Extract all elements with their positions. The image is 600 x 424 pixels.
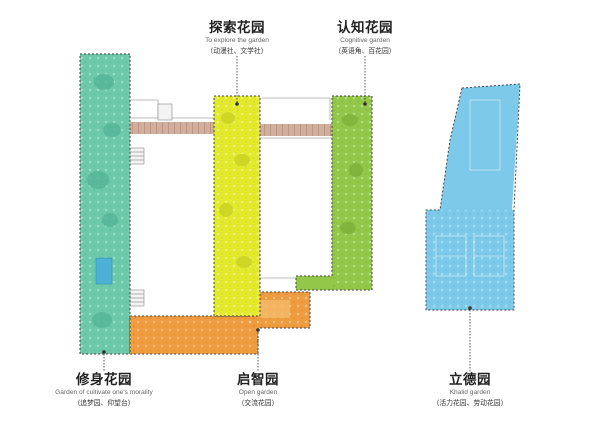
planting-beds xyxy=(219,112,252,268)
leader-lines xyxy=(103,56,471,372)
planting-beds xyxy=(340,114,363,234)
garden-title: 立德园 xyxy=(449,372,491,388)
label-cultivate: 修身花园 Garden of cultivate one's morality … xyxy=(44,372,164,409)
leader-dots xyxy=(102,102,472,354)
garden-facilities: （追梦园、仰望台） xyxy=(73,399,135,407)
garden-title: 启智园 xyxy=(237,372,279,388)
label-explore: 探索花园 To explore the garden （动漫社、文学社） xyxy=(187,20,287,57)
garden-english: To explore the garden xyxy=(205,37,269,44)
garden-title: 探索花园 xyxy=(209,20,265,36)
garden-english: Khalid garden xyxy=(449,389,491,396)
pool xyxy=(95,257,113,285)
garden-title: 修身花园 xyxy=(76,372,132,388)
zone-open[interactable] xyxy=(129,291,311,355)
garden-facilities: （交流花园） xyxy=(237,399,279,407)
tree-clusters xyxy=(87,74,121,328)
garden-facilities: （动漫社、文学社） xyxy=(206,47,268,55)
label-virtue: 立德园 Khalid garden （活力花园、劳动花园） xyxy=(420,372,520,409)
corridor-north xyxy=(128,122,220,134)
garden-facilities: （英语角、百花园） xyxy=(334,47,396,55)
label-open: 启智园 Open garden （交流花园） xyxy=(213,372,303,409)
zone-explore[interactable] xyxy=(213,95,261,317)
garden-english: Open garden xyxy=(238,389,278,396)
stairs xyxy=(129,103,173,307)
garden-english: Garden of cultivate one's morality xyxy=(55,389,153,396)
garden-english: Cognitive garden xyxy=(340,37,390,44)
zone-cultivate[interactable] xyxy=(79,53,131,355)
zone-cognitive[interactable] xyxy=(295,95,373,291)
label-cognitive: 认知花园 Cognitive garden （英语角、百花园） xyxy=(315,20,415,57)
corridor-north-east xyxy=(258,124,332,136)
garden-title: 认知花园 xyxy=(337,20,393,36)
garden-facilities: （活力花园、劳动花园） xyxy=(432,399,508,407)
field-markings xyxy=(435,99,505,277)
zone-virtue[interactable] xyxy=(425,83,521,311)
